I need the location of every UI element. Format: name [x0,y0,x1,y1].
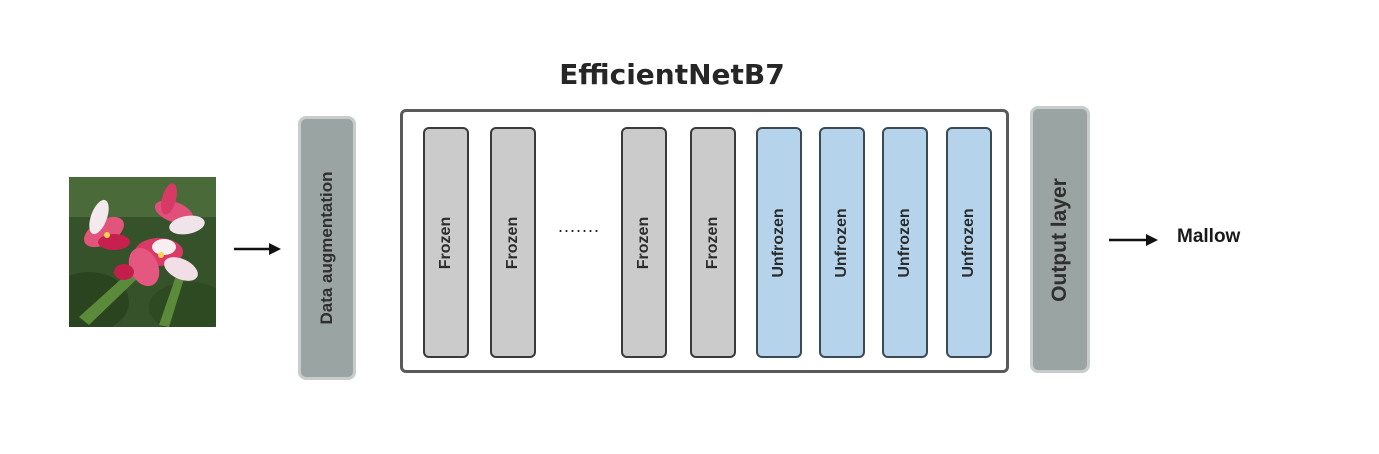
layer-label: Unfrozen [833,207,850,278]
layer-unfrozen: Unfrozen [819,127,865,358]
prediction-label: Mallow [1177,226,1241,247]
layer-label: Frozen [635,216,652,269]
layer-unfrozen: Unfrozen [946,127,992,358]
output-layer-block: Output layer [1030,106,1090,373]
arrow-right-icon [1109,234,1158,246]
layer-frozen: Frozen [423,127,469,358]
layer-label: Frozen [504,216,521,269]
layer-label: Unfrozen [896,207,913,278]
layer-frozen: Frozen [621,127,667,358]
input-flower-image [69,177,216,327]
efficientnet-container: Frozen Frozen ....... Frozen Frozen Unfr… [400,109,1009,373]
layer-label: Frozen [437,216,454,269]
layer-frozen: Frozen [490,127,536,358]
layer-label: Unfrozen [960,207,977,278]
diagram-title: EfficientNetB7 [559,58,785,91]
data-augmentation-block: Data augmentation [298,116,356,380]
layer-label: Frozen [704,216,721,269]
layer-unfrozen: Unfrozen [756,127,802,358]
layer-unfrozen: Unfrozen [882,127,928,358]
arrow-right-icon [234,243,281,255]
flower-photo-icon [69,177,216,327]
layer-frozen: Frozen [690,127,736,358]
layer-label: Unfrozen [770,207,787,278]
data-augmentation-label: Data augmentation [317,171,336,325]
output-layer-label: Output layer [1048,177,1071,302]
ellipsis: ....... [557,216,600,236]
